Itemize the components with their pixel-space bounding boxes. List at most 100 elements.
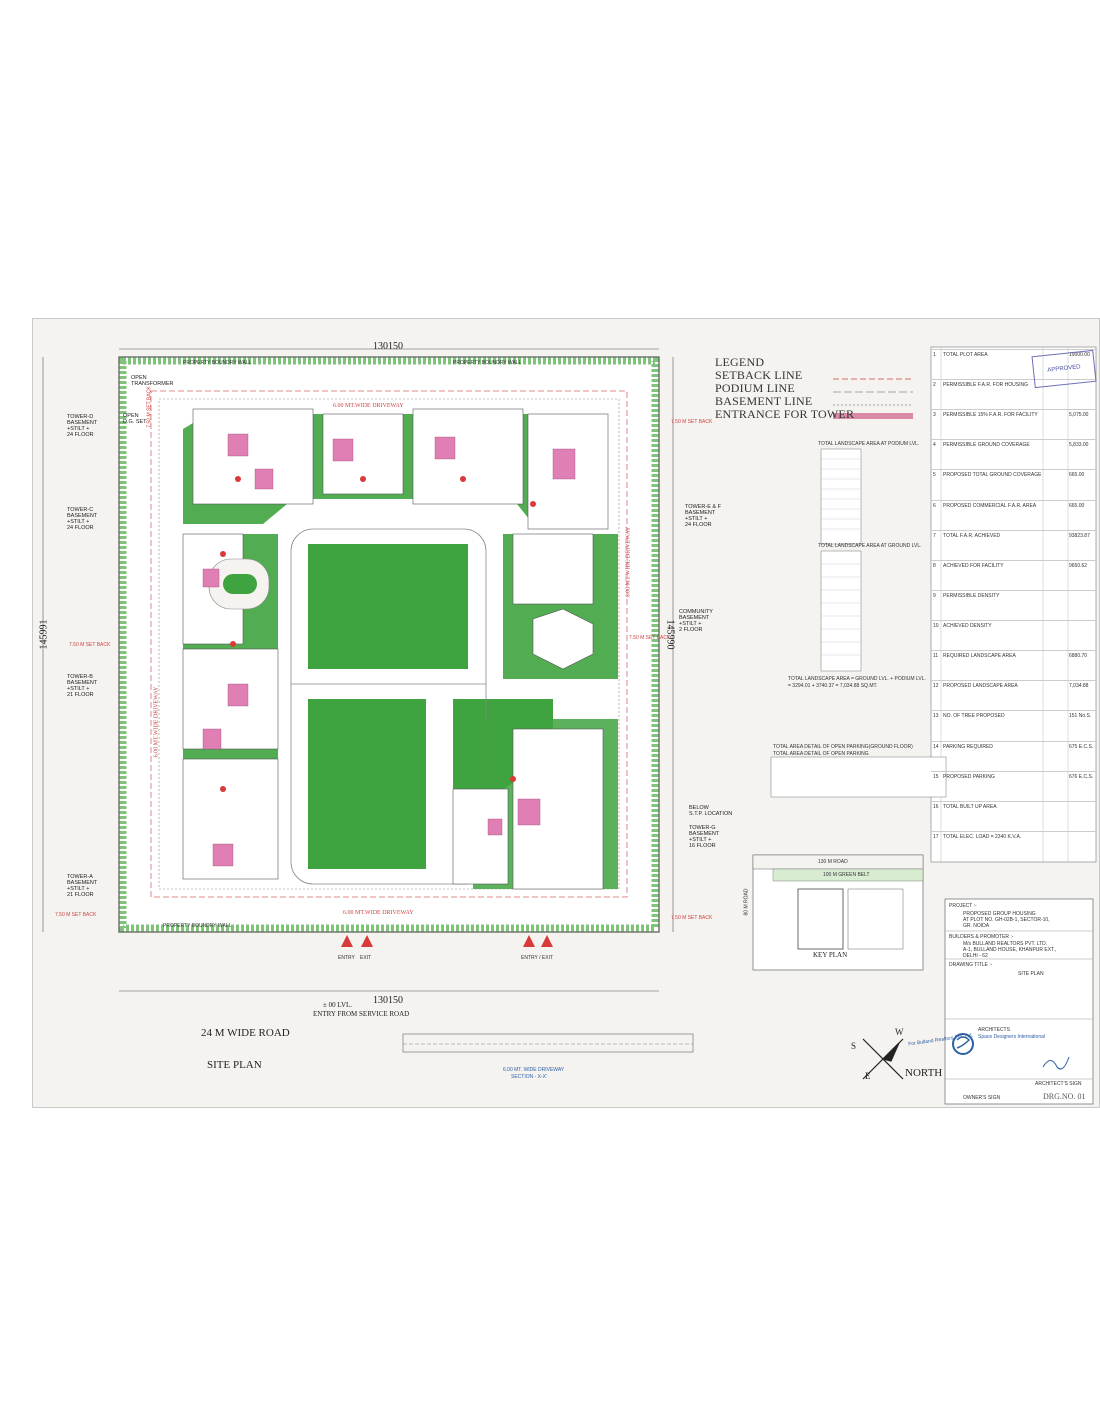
legend-setback-line: SETBACK LINE: [715, 368, 803, 382]
tower-b-note: TOWER-B BASEMENT +STILT + 21 FLOOR: [67, 674, 98, 698]
exit-label: EXIT: [360, 955, 372, 961]
area-statement-value: 5,833.00: [1069, 442, 1089, 449]
boundary-bottom: PROPERTY BOUNDRY WALL: [163, 923, 232, 929]
area-statement-no: 15: [933, 773, 939, 780]
entrance-markers: [220, 476, 536, 792]
dimension-top: 130150: [373, 341, 403, 352]
owner-sign-label: OWNER'S SIGN: [963, 1095, 1001, 1101]
area-statement-value: 675 E.C.S.: [1069, 743, 1094, 750]
setback-bottom-left: 7.50 M SET BACK: [55, 912, 97, 918]
boundary-top-left: PROPERTY BOUNDRY WALL: [183, 360, 252, 366]
area-statement-value: 665.00: [1069, 472, 1085, 479]
legend-podium-line: PODIUM LINE: [715, 381, 795, 395]
area-statement-particular: TOTAL F.A.R. ACHIEVED: [943, 532, 1001, 539]
area-statement-row: 12 PROPOSED LANDSCAPE AREA 7,034.88: [931, 680, 1096, 711]
keyplan-greenbelt: 100 M GREEN BELT: [823, 872, 870, 878]
architect-logo: [952, 1033, 974, 1055]
area-statement-no: 11: [933, 653, 939, 660]
keyplan-parcel: [847, 888, 904, 950]
road-section-label: 6.00 MT. WIDE DRIVEWAY: [503, 1067, 565, 1073]
area-statement-no: 14: [933, 743, 939, 750]
area-statement-particular: ACHIEVED FOR FACILITY: [943, 562, 1004, 569]
area-statement-particular: PERMISSIBLE GROUND COVERAGE: [943, 442, 1030, 449]
area-statement-particular: PERMISSIBLE 15% F.A.R. FOR FACILITY: [943, 412, 1038, 419]
keyplan-road-side: 80 M ROAD: [743, 888, 750, 916]
area-statement-value: 676 E.C.S.: [1069, 773, 1094, 780]
parking-table-title: TOTAL AREA DETAIL OF OPEN PARKING(GROUND…: [773, 744, 913, 750]
area-statement-no: 9: [933, 592, 936, 599]
area-statement-particular: PROPOSED TOTAL GROUND COVERAGE: [943, 472, 1041, 479]
tower-c-note: TOWER-C BASEMENT +STILT + 24 FLOOR: [67, 507, 98, 531]
area-statement-particular: PARKING REQUIRED: [943, 743, 993, 750]
open-transformer-note: OPEN TRANSFORMER: [131, 375, 174, 387]
area-statement-no: 17: [933, 833, 939, 840]
setback-mid-left: 7.50 M SET BACK: [69, 642, 111, 648]
area-statement-row: 16 TOTAL BUILT UP AREA: [931, 800, 1096, 832]
area-statement-no: 8: [933, 562, 936, 569]
podium-landscape-title: TOTAL LANDSCAPE AREA AT PODIUM LVL.: [818, 441, 920, 447]
drawing-number: DRG.NO. 01: [1043, 1092, 1086, 1101]
setback-mid-right: 7.50 M SET BACK: [629, 635, 671, 641]
driveway-bottom: 6.00 MT.WIDE DRIVEWAY: [343, 910, 414, 916]
area-statement-particular: REQUIRED LANDSCAPE AREA: [943, 653, 1016, 660]
architects-name: Space Designers International: [978, 1034, 1045, 1040]
area-statement-particular: PROPOSED COMMERCIAL F.A.R. AREA: [943, 502, 1037, 509]
area-statement-value: 7,034.88: [1069, 683, 1089, 690]
entry-exit-label: ENTRY / EXIT: [521, 955, 554, 961]
tower-ef-note: TOWER-E & F BASEMENT +STILT + 24 FLOOR: [685, 504, 721, 528]
area-statement-row: 9 PERMISSIBLE DENSITY: [931, 589, 1096, 621]
area-statement-no: 12: [933, 683, 939, 690]
total-landscape-label: TOTAL LANDSCAPE AREA = GROUND LVL. + POD…: [788, 676, 926, 682]
keyplan-site: [797, 888, 844, 950]
area-statement-no: 7: [933, 532, 936, 539]
site-plan-drawing: [42, 346, 1097, 1105]
area-statement-particular: TOTAL BUILT UP AREA: [943, 803, 997, 810]
legend-entrance-swatch: [833, 413, 913, 419]
setback-top-right: 7.50 M SET BACK: [671, 419, 713, 425]
project-text: PROPOSED GROUP HOUSING AT PLOT NO. GH-02…: [963, 911, 1050, 929]
tower-d-note: TOWER-D BASEMENT +STILT + 24 FLOOR: [67, 414, 98, 438]
area-statement-no: 6: [933, 502, 936, 509]
area-statement-particular: ACHIEVED DENSITY: [943, 623, 992, 630]
setback-top-left: 7.50 M SET BACK: [146, 386, 153, 428]
builder-label: BUILDERS & PROMOTER :-: [949, 934, 1014, 940]
architect-sign-label: ARCHITECT'S SIGN: [1035, 1081, 1082, 1087]
entry-arrows: [341, 935, 553, 947]
boundary-hedge: [119, 357, 659, 932]
driveway-top: 6.00 MT.WIDE DRIVEWAY: [333, 403, 404, 409]
community-note: COMMUNITY BASEMENT +STILT + 2 FLOOR: [679, 609, 713, 633]
area-statement-value: 5,075.00: [1069, 412, 1089, 419]
builder-text: M/s BULLAND REALTORS PVT. LTD. A-1, BULL…: [963, 941, 1057, 959]
compass-e: E: [865, 1071, 871, 1081]
area-statement-particular: PROPOSED LANDSCAPE AREA: [943, 683, 1018, 690]
area-statement-no: 4: [933, 442, 936, 449]
area-statement-row: 4 PERMISSIBLE GROUND COVERAGE 5,833.00: [931, 439, 1096, 470]
setback-line: [150, 390, 628, 898]
area-statement-particular: PROPOSED PARKING: [943, 773, 995, 780]
area-statement-no: 1: [933, 352, 936, 358]
area-statement-particular: TOTAL PLOT AREA: [943, 352, 988, 358]
lawn-bottom-left: [308, 699, 426, 869]
legend-basement-line: BASEMENT LINE: [715, 394, 813, 408]
north-compass: [862, 1038, 904, 1080]
keyplan-road-top: 130 M ROAD: [818, 859, 848, 865]
area-statement-row: 14 PARKING REQUIRED 675 E.C.S.: [931, 740, 1096, 772]
parking-table-frame: [770, 756, 947, 798]
area-statement-value: 9650.62: [1069, 562, 1088, 569]
level-label: ± 00 LVL.: [323, 1001, 353, 1009]
compass-s: S: [851, 1041, 857, 1051]
setback-bottom-right: 7.50 M SET BACK: [671, 915, 713, 921]
project-label: PROJECT :-: [949, 903, 977, 909]
area-statement-no: 16: [933, 803, 939, 810]
basement-line: [158, 398, 620, 890]
tower-entrance-cores: [202, 433, 576, 867]
area-statement-value: 151 No.S.: [1069, 713, 1092, 720]
area-statement-particular: PERMISSIBLE DENSITY: [943, 592, 1000, 599]
